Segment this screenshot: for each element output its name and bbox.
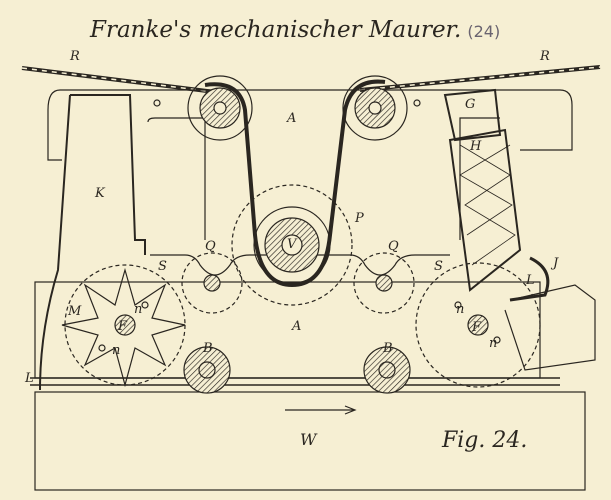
label-l-right: L [526, 273, 535, 288]
label-rope-right: R [540, 49, 550, 64]
belt [204, 79, 386, 288]
label-w: W [300, 430, 317, 449]
label-b-left: B [203, 341, 213, 356]
upper-frame [47, 89, 573, 240]
base-w [34, 391, 586, 491]
drawing-title: Franke's mechanischer Maurer. [90, 17, 462, 43]
label-n4: n [489, 336, 498, 351]
label-m: M [68, 304, 82, 319]
hopper-h [443, 88, 522, 292]
label-k: K [95, 186, 105, 201]
rope-right [359, 65, 601, 92]
label-frame-top: A [287, 111, 297, 126]
hopper-k [39, 94, 146, 391]
figure-label: Fig. 24. [442, 428, 528, 453]
scoop-j [509, 256, 550, 302]
direction-arrow [285, 405, 357, 415]
label-n3: n [456, 302, 465, 317]
handwritten-annotation: (24) [467, 22, 501, 41]
label-frame-bottom: A [292, 319, 302, 334]
label-rope-left: R [70, 49, 80, 64]
label-h: H [470, 139, 482, 154]
label-q-left: Q [205, 239, 216, 254]
label-s-right: S [434, 259, 443, 274]
label-g: G [465, 97, 476, 112]
label-f-right: F [472, 320, 482, 335]
label-n1: n [134, 302, 143, 317]
star-wheel-m [61, 267, 186, 388]
label-f-left: F [118, 319, 128, 334]
label-q-right: Q [388, 239, 399, 254]
label-s-left: S [158, 259, 167, 274]
label-j: J [553, 256, 559, 271]
rope-left [21, 66, 216, 94]
label-b-right: B [383, 341, 393, 356]
title-row: Franke's mechanischer Maurer. (24) [90, 16, 500, 44]
label-p: P [355, 211, 364, 226]
label-n2: n [112, 343, 121, 358]
label-v: V [287, 237, 297, 252]
lower-frame [34, 281, 541, 379]
label-l-left: L [25, 371, 34, 386]
